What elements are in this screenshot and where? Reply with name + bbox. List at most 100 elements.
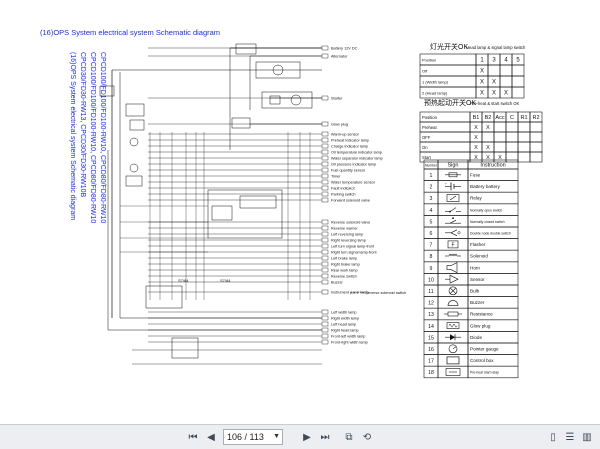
- table-value: X: [474, 135, 478, 141]
- legend-instruction: Diode: [470, 335, 482, 340]
- legend-instruction: Glow plug: [470, 323, 491, 328]
- chevron-down-icon[interactable]: ▼: [273, 433, 280, 440]
- component-label: Left head lamp: [331, 322, 356, 326]
- connector-terminal: [321, 333, 329, 339]
- table-cell: [517, 121, 531, 133]
- table-value: 1 (Width lamp): [422, 80, 449, 85]
- legend-number: 1: [430, 173, 433, 179]
- glow-plug-coil: [448, 323, 458, 328]
- battery-icon: +: [445, 181, 447, 185]
- last-page-icon[interactable]: ⏭: [320, 431, 330, 443]
- starter-block: [261, 91, 313, 109]
- connector-terminal: [321, 149, 329, 155]
- page-number-value: 106 / 113: [227, 432, 264, 442]
- legend-number: 2: [430, 185, 433, 191]
- legend-instruction: Buzzer: [470, 300, 485, 305]
- connector-terminal: [321, 289, 329, 295]
- table-header: 1: [480, 58, 484, 64]
- table-value: X: [492, 91, 496, 97]
- component-label: Instrument panel lamp: [331, 290, 369, 294]
- table-cell: [493, 131, 507, 143]
- table1-title: Head lamp & signal lamp switch: [466, 45, 526, 50]
- component-code: S7/84: [178, 278, 189, 283]
- table2-title: Pre-heat & start switch OK: [470, 101, 520, 106]
- component-label: Fuel quantity sensor: [331, 168, 366, 172]
- component-label: Rear work lamp: [331, 268, 358, 272]
- glow-plug-block: [231, 117, 251, 129]
- table1-title-cn: 灯光开关OK: [430, 42, 468, 51]
- wire: [449, 287, 457, 294]
- connector-terminal: [321, 225, 329, 231]
- component-label: Water temperature sensor: [331, 180, 376, 184]
- component-label: Oil pressure indicator lamp: [331, 162, 376, 166]
- next-page-icon[interactable]: ▶: [303, 431, 311, 443]
- legend-number: 5: [430, 219, 433, 225]
- component-label: Timer: [331, 174, 341, 178]
- prev-page-icon[interactable]: ◀: [207, 431, 215, 443]
- legend-header: Sign: [447, 163, 458, 169]
- table-cell: [499, 75, 513, 88]
- component-label: Warm-up sensor: [331, 132, 360, 136]
- legend-cell: [437, 226, 469, 239]
- component-label: Preheat indicator lamp: [331, 138, 369, 142]
- legend-instruction: Normally closed switch: [470, 220, 505, 224]
- component-label: Front-left width lamp: [331, 334, 365, 338]
- table-cell: [481, 131, 495, 143]
- connector-terminal: [321, 255, 329, 261]
- component-label: Right turn signal lamp-front: [331, 250, 378, 254]
- pdf-toolbar: ⏮ ◀ 106 / 113 ▼ ▶ ⏭ ⧉ ⟲ ▯ ☰ ▥: [0, 424, 600, 449]
- rotate-icon[interactable]: ⟲: [362, 431, 372, 443]
- fit-page-icon[interactable]: ⧉: [345, 431, 353, 443]
- table-cell: [511, 64, 525, 77]
- legend-number: 11: [428, 289, 433, 295]
- table-value: X: [480, 69, 484, 75]
- alternator-symbol: [272, 64, 284, 76]
- table-value: X: [486, 155, 490, 161]
- legend-instruction: Bulb: [470, 289, 480, 294]
- gauge-symbol: [129, 163, 139, 173]
- page-title: (16)OPS System electrical system Schemat…: [40, 28, 221, 37]
- continuous-icon[interactable]: ☰: [565, 431, 575, 443]
- component-label: Left turn signal lamp-front: [331, 244, 375, 248]
- legend-number: 7: [430, 243, 433, 249]
- table-value: On: [422, 145, 428, 150]
- table-header: B1: [473, 115, 480, 121]
- legend-instruction: Battery battery: [470, 184, 501, 189]
- table-header: 3: [492, 58, 496, 64]
- legend-number: 12: [428, 301, 434, 307]
- connector-terminal: [321, 167, 329, 173]
- table-cell: [505, 121, 519, 133]
- legend-instruction: Double node double switch: [470, 232, 511, 236]
- page-number-input[interactable]: 106 / 113 ▼: [223, 429, 283, 445]
- table-value: 2 (Head lamp): [422, 91, 448, 96]
- legend-number: 14: [428, 324, 434, 330]
- facing-icon[interactable]: ▥: [582, 431, 592, 443]
- component-label: Right brake lamp: [331, 262, 360, 266]
- table-cell: [493, 121, 507, 133]
- connector-terminal: [321, 95, 329, 101]
- connector-terminal: [321, 249, 329, 255]
- starter-motor-symbol: [290, 94, 302, 106]
- table-cell: [529, 121, 543, 133]
- first-page-icon[interactable]: ⏮: [188, 431, 198, 443]
- legend-instruction: Pre-heat start relay: [470, 371, 499, 375]
- component-label: Reverse warner: [331, 226, 359, 230]
- relay-start-icon: [445, 368, 461, 376]
- legend-number: 16: [428, 347, 434, 353]
- connector-terminal: [321, 137, 329, 143]
- connector-terminal: [321, 191, 329, 197]
- solenoid-icon: [448, 253, 458, 257]
- table-cell: [511, 75, 525, 88]
- controller-module: [239, 195, 277, 209]
- legend-number: 18: [428, 370, 434, 376]
- pdf-page: (16)OPS System electrical system Schemat…: [40, 28, 543, 379]
- connector-terminal: [321, 45, 329, 51]
- table-cell: [517, 151, 531, 163]
- single-page-icon[interactable]: ▯: [550, 431, 556, 443]
- legend-cell: [437, 307, 469, 321]
- connector-terminal: [321, 231, 329, 237]
- glow-plug-icon: [446, 322, 460, 329]
- table-value: X: [474, 155, 478, 161]
- alternator-block: [255, 61, 301, 79]
- component-label: Fault indicator: [331, 186, 356, 190]
